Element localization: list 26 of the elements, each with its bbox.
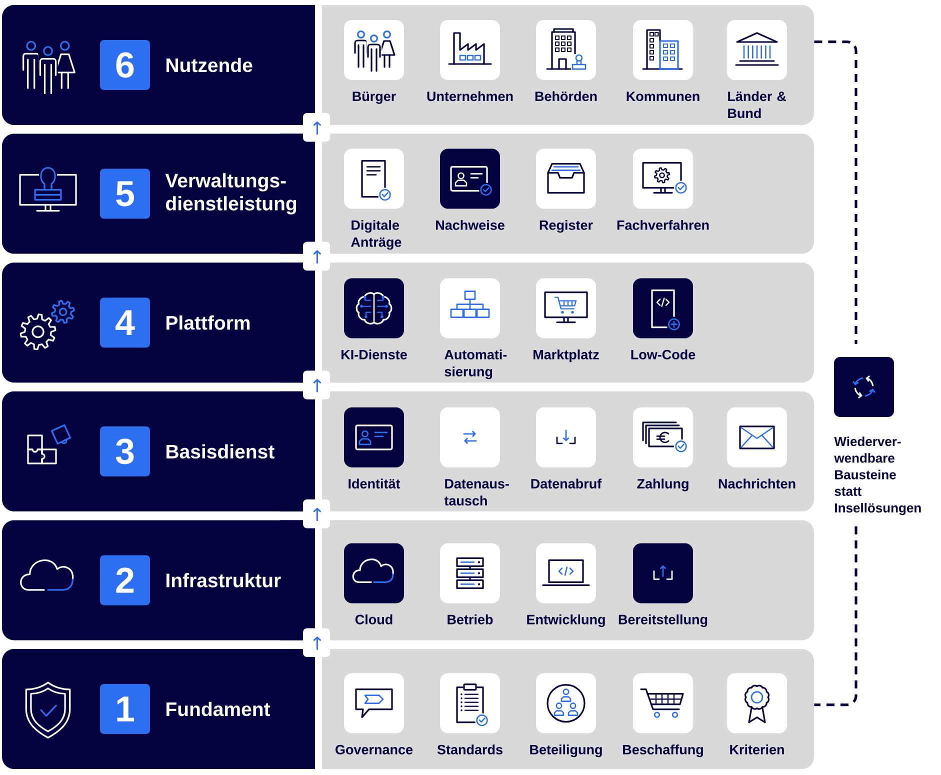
icon-tile: Fachverfahren [617,148,709,230]
icon-tile: Unternehmen [427,20,513,102]
icon-tile: Zahlung [633,407,693,492]
icon-tile: Beschaffung [623,673,703,758]
icon-tile: Kommunen [626,20,700,102]
icon-tile: Digitale Anträge [344,148,404,250]
icon-tile: Datenaus- tausch [440,407,509,506]
icon-tile: Identität [344,407,404,489]
icon-tile: Bereitstellung [618,543,708,628]
icon-tile: Datenabruf [531,407,602,489]
icon-tile: Behörden [535,20,597,102]
icon-tile: Länder & Bund [727,20,787,118]
icon-tile: Cloud [344,543,404,624]
icon-tile: Marktplatz [534,278,599,362]
icon-tile: Nachrichten [718,407,796,489]
icon-tile: Governance [336,673,413,754]
icon-tile: Beteiligung [530,673,602,758]
icon-tile: Nachweise [436,148,504,230]
icon-tile: Automati- sierung [440,278,507,380]
icon-tile: Wiederver- wendbare Bausteine statt Insellösungen [834,357,921,516]
icon-tile: KI-Dienste [342,278,407,360]
icon-tile: Betrieb [440,543,500,624]
icon-tile: Register [536,148,596,233]
icon-tile: Low-Code [631,278,696,360]
icon-tile: Entwicklung [527,543,605,628]
icon-tile: Standards [437,673,502,754]
